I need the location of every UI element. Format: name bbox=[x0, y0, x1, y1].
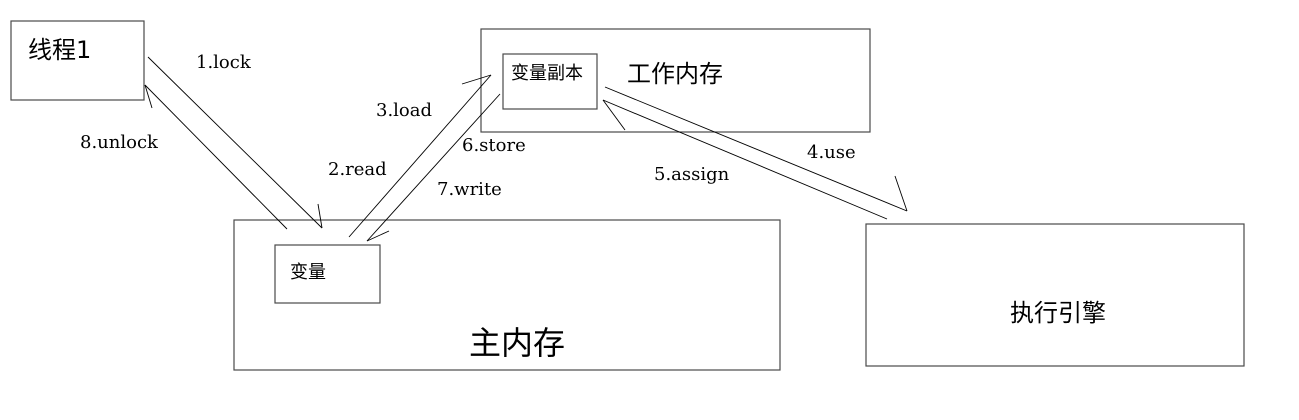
arrow-assign bbox=[602, 99, 888, 220]
thread-node: 线程1 bbox=[10, 20, 145, 101]
arrow-read-load bbox=[348, 74, 492, 238]
variable-copy-node: 变量副本 bbox=[502, 53, 598, 110]
thread-label: 线程1 bbox=[28, 36, 91, 64]
execution-engine-node: 执行引擎 bbox=[865, 223, 1245, 367]
execution-engine-label: 执行引擎 bbox=[1010, 299, 1106, 327]
arrow-lock bbox=[147, 56, 323, 229]
variable-copy-label: 变量副本 bbox=[511, 63, 583, 84]
label-store: 6.store bbox=[462, 135, 526, 156]
main-memory-label: 主内存 bbox=[469, 324, 565, 362]
arrow-store-write bbox=[366, 93, 501, 242]
label-unlock: 8.unlock bbox=[80, 132, 159, 153]
label-load: 3.load bbox=[376, 100, 432, 121]
arrow-unlock bbox=[144, 84, 288, 230]
working-memory-label: 工作内存 bbox=[627, 60, 723, 88]
label-assign: 5.assign bbox=[654, 164, 730, 185]
variable-node: 变量 bbox=[274, 244, 381, 304]
label-read: 2.read bbox=[328, 159, 387, 180]
variable-label: 变量 bbox=[290, 262, 326, 283]
label-lock: 1.lock bbox=[196, 52, 252, 73]
arrow-use bbox=[604, 86, 908, 212]
label-use: 4.use bbox=[807, 142, 856, 163]
label-write: 7.write bbox=[437, 179, 502, 200]
